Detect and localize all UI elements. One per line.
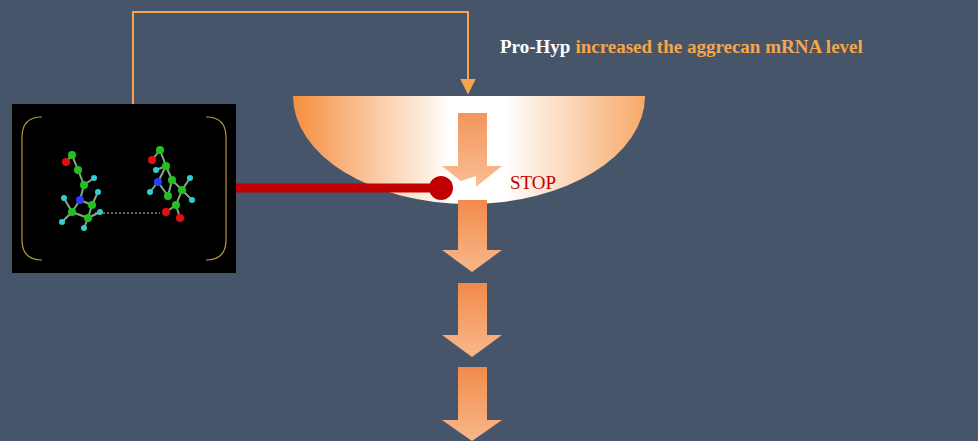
bracket bbox=[22, 117, 226, 260]
inhibitor-line bbox=[236, 184, 441, 193]
inhibitor-dot bbox=[429, 176, 453, 200]
stop-label: STOP bbox=[510, 172, 556, 193]
molecule bbox=[59, 146, 195, 231]
notch bbox=[452, 176, 476, 196]
feedback-arrow bbox=[133, 12, 468, 104]
heading-text: Pro-Hyp bbox=[500, 36, 570, 57]
heading-text: increased the aggrecan mRNA level bbox=[575, 36, 862, 57]
flow-arrows bbox=[442, 113, 502, 441]
molecule-image bbox=[12, 104, 236, 273]
stop-label: STOP bbox=[510, 172, 556, 194]
hbond bbox=[95, 213, 160, 214]
heading: Pro-Hypincreased the aggrecan mRNA level bbox=[500, 36, 863, 58]
